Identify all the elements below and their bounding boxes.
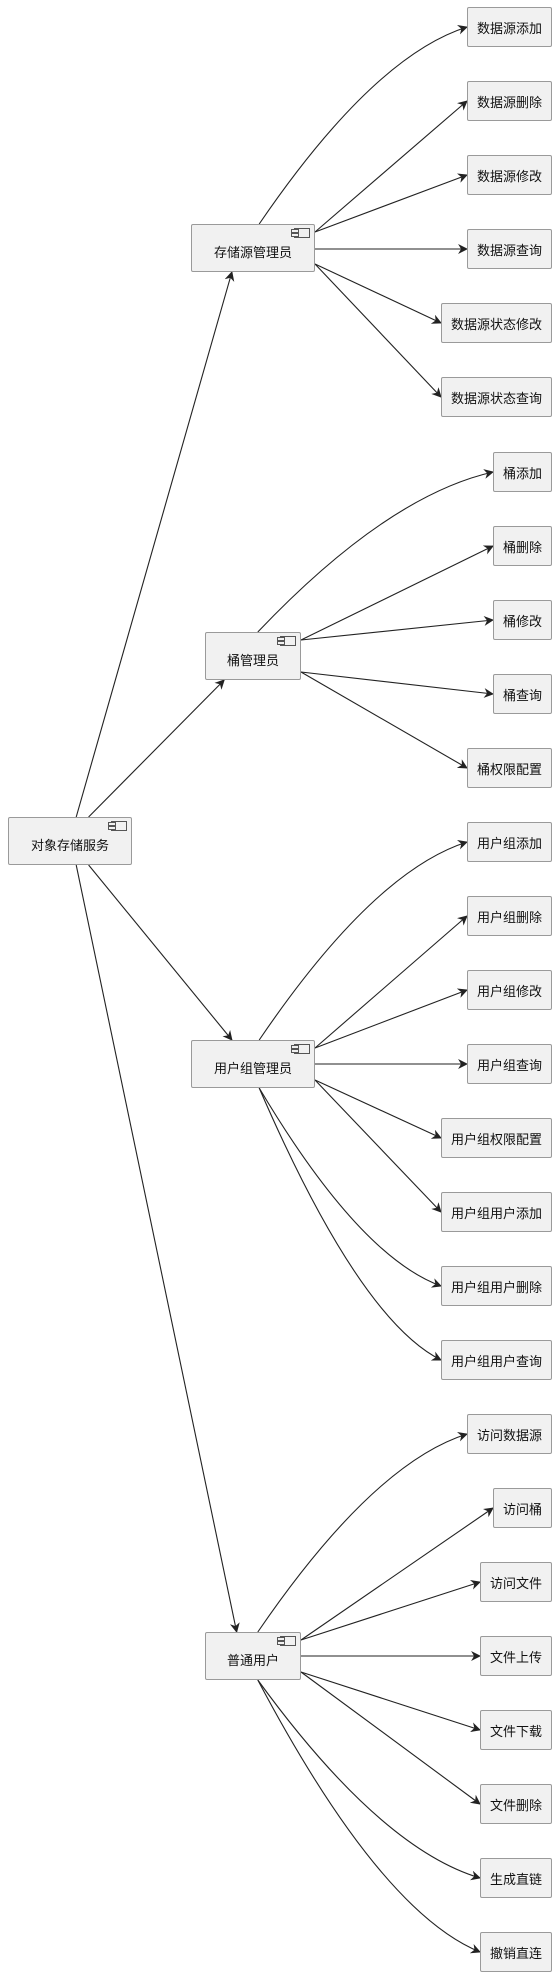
leaf-node-1-3: 数据源修改 [467, 155, 552, 195]
edge-1-1 [258, 24, 468, 225]
leaf-node-3-1: 用户组添加 [467, 822, 552, 862]
leaf-node-3-3: 用户组修改 [467, 970, 552, 1010]
edge-3-1 [258, 839, 468, 1041]
leaf-node-2-5-label: 桶权限配置 [476, 762, 542, 778]
leaf-node-4-4-label: 文件上传 [489, 1650, 542, 1666]
leaf-node-1-4: 数据源查询 [467, 229, 552, 269]
leaf-node-3-8: 用户组用户查询 [441, 1340, 552, 1380]
leaf-node-4-7-label: 生成直链 [489, 1872, 542, 1888]
edge-3-3 [314, 988, 468, 1049]
leaf-node-4-8: 撤销直连 [480, 1932, 552, 1972]
edge-4-8 [257, 1679, 481, 1954]
root-node: 对象存储服务 [8, 817, 132, 865]
leaf-node-1-2: 数据源删除 [467, 81, 552, 121]
leaf-node-1-5: 数据源状态修改 [441, 303, 552, 343]
component-icon [277, 1636, 296, 1646]
edge-3-6 [314, 1079, 442, 1213]
leaf-node-1-6-label: 数据源状态查询 [450, 391, 542, 407]
leaf-node-4-6-label: 文件删除 [489, 1798, 542, 1814]
group-node-3-label: 用户组管理员 [213, 1061, 292, 1077]
leaf-node-1-5-label: 数据源状态修改 [450, 317, 542, 333]
edge-4-2 [300, 1507, 494, 1641]
leaf-node-3-5: 用户组权限配置 [441, 1118, 552, 1158]
leaf-node-3-2-label: 用户组删除 [476, 910, 542, 926]
component-icon [291, 228, 310, 238]
leaf-node-4-1: 访问数据源 [467, 1414, 552, 1454]
leaf-node-4-7: 生成直链 [480, 1858, 552, 1898]
leaf-node-3-6-label: 用户组用户添加 [450, 1206, 542, 1222]
group-node-3: 用户组管理员 [191, 1040, 315, 1088]
leaf-node-3-4: 用户组查询 [467, 1044, 552, 1084]
leaf-node-3-6: 用户组用户添加 [441, 1192, 552, 1232]
leaf-node-2-5: 桶权限配置 [467, 748, 552, 788]
edge-root-to-group-2 [88, 679, 225, 818]
edge-3-8 [258, 1087, 442, 1361]
leaf-node-3-8-label: 用户组用户查询 [450, 1354, 542, 1370]
edge-4-7 [257, 1679, 481, 1881]
edge-2-3 [300, 615, 494, 641]
leaf-node-4-8-label: 撤销直连 [489, 1946, 542, 1962]
component-icon [291, 1044, 310, 1054]
edge-root-to-group-4 [75, 864, 240, 1633]
component-icon [108, 821, 127, 831]
leaf-node-2-4-label: 桶查询 [502, 688, 542, 704]
leaf-node-3-7: 用户组用户删除 [441, 1266, 552, 1306]
leaf-node-2-3-label: 桶修改 [502, 614, 542, 630]
group-node-4: 普通用户 [205, 1632, 301, 1680]
leaf-node-4-5: 文件下载 [480, 1710, 552, 1750]
leaf-node-3-1-label: 用户组添加 [476, 836, 542, 852]
leaf-node-3-5-label: 用户组权限配置 [450, 1132, 542, 1148]
group-node-1: 存储源管理员 [191, 224, 315, 272]
leaf-node-4-3-label: 访问文件 [489, 1576, 542, 1592]
root-node-label: 对象存储服务 [30, 838, 109, 854]
edge-1-5 [314, 263, 442, 324]
edge-2-4 [300, 671, 494, 698]
leaf-node-3-2: 用户组删除 [467, 896, 552, 936]
edge-3-2 [314, 915, 468, 1049]
leaf-node-1-2-label: 数据源删除 [476, 95, 542, 111]
component-icon [277, 636, 296, 646]
leaf-node-1-4-label: 数据源查询 [476, 243, 542, 259]
edge-4-3 [300, 1580, 481, 1641]
group-node-4-label: 普通用户 [226, 1653, 279, 1669]
leaf-node-2-2: 桶删除 [493, 526, 552, 566]
leaf-node-2-4: 桶查询 [493, 674, 552, 714]
group-node-1-label: 存储源管理员 [213, 245, 292, 261]
leaf-node-4-5-label: 文件下载 [489, 1724, 542, 1740]
leaf-node-4-4: 文件上传 [480, 1636, 552, 1676]
edge-root-to-group-3 [88, 864, 233, 1041]
edges [75, 24, 494, 1954]
edge-1-2 [314, 100, 468, 233]
edge-3-5 [314, 1079, 442, 1139]
leaf-node-2-2-label: 桶删除 [502, 540, 542, 556]
leaf-node-4-3: 访问文件 [480, 1562, 552, 1602]
leaf-node-3-3-label: 用户组修改 [476, 984, 542, 1000]
edge-1-6 [314, 263, 442, 398]
leaf-node-4-1-label: 访问数据源 [476, 1428, 542, 1444]
leaf-node-1-1-label: 数据源添加 [476, 21, 542, 37]
edge-4-1 [257, 1431, 468, 1633]
leaf-node-3-7-label: 用户组用户删除 [450, 1280, 542, 1296]
leaf-node-2-1: 桶添加 [493, 452, 552, 492]
leaf-node-2-1-label: 桶添加 [502, 466, 542, 482]
leaf-node-3-4-label: 用户组查询 [476, 1058, 542, 1074]
leaf-node-2-3: 桶修改 [493, 600, 552, 640]
edge-root-to-group-1 [75, 271, 235, 818]
edge-4-6 [300, 1671, 481, 1805]
leaf-node-1-6: 数据源状态查询 [441, 377, 552, 417]
edge-3-7 [258, 1087, 442, 1288]
leaf-node-4-2-label: 访问桶 [502, 1502, 542, 1518]
leaf-node-1-3-label: 数据源修改 [476, 169, 542, 185]
leaf-node-4-2: 访问桶 [493, 1488, 552, 1528]
edge-1-3 [314, 173, 468, 233]
group-node-2-label: 桶管理员 [226, 653, 279, 669]
edge-2-5 [300, 671, 468, 769]
edge-4-5 [300, 1671, 481, 1732]
group-node-2: 桶管理员 [205, 632, 301, 680]
leaf-node-1-1: 数据源添加 [467, 7, 552, 47]
edge-2-1 [257, 469, 494, 633]
edge-2-2 [300, 545, 494, 641]
leaf-node-4-6: 文件删除 [480, 1784, 552, 1824]
